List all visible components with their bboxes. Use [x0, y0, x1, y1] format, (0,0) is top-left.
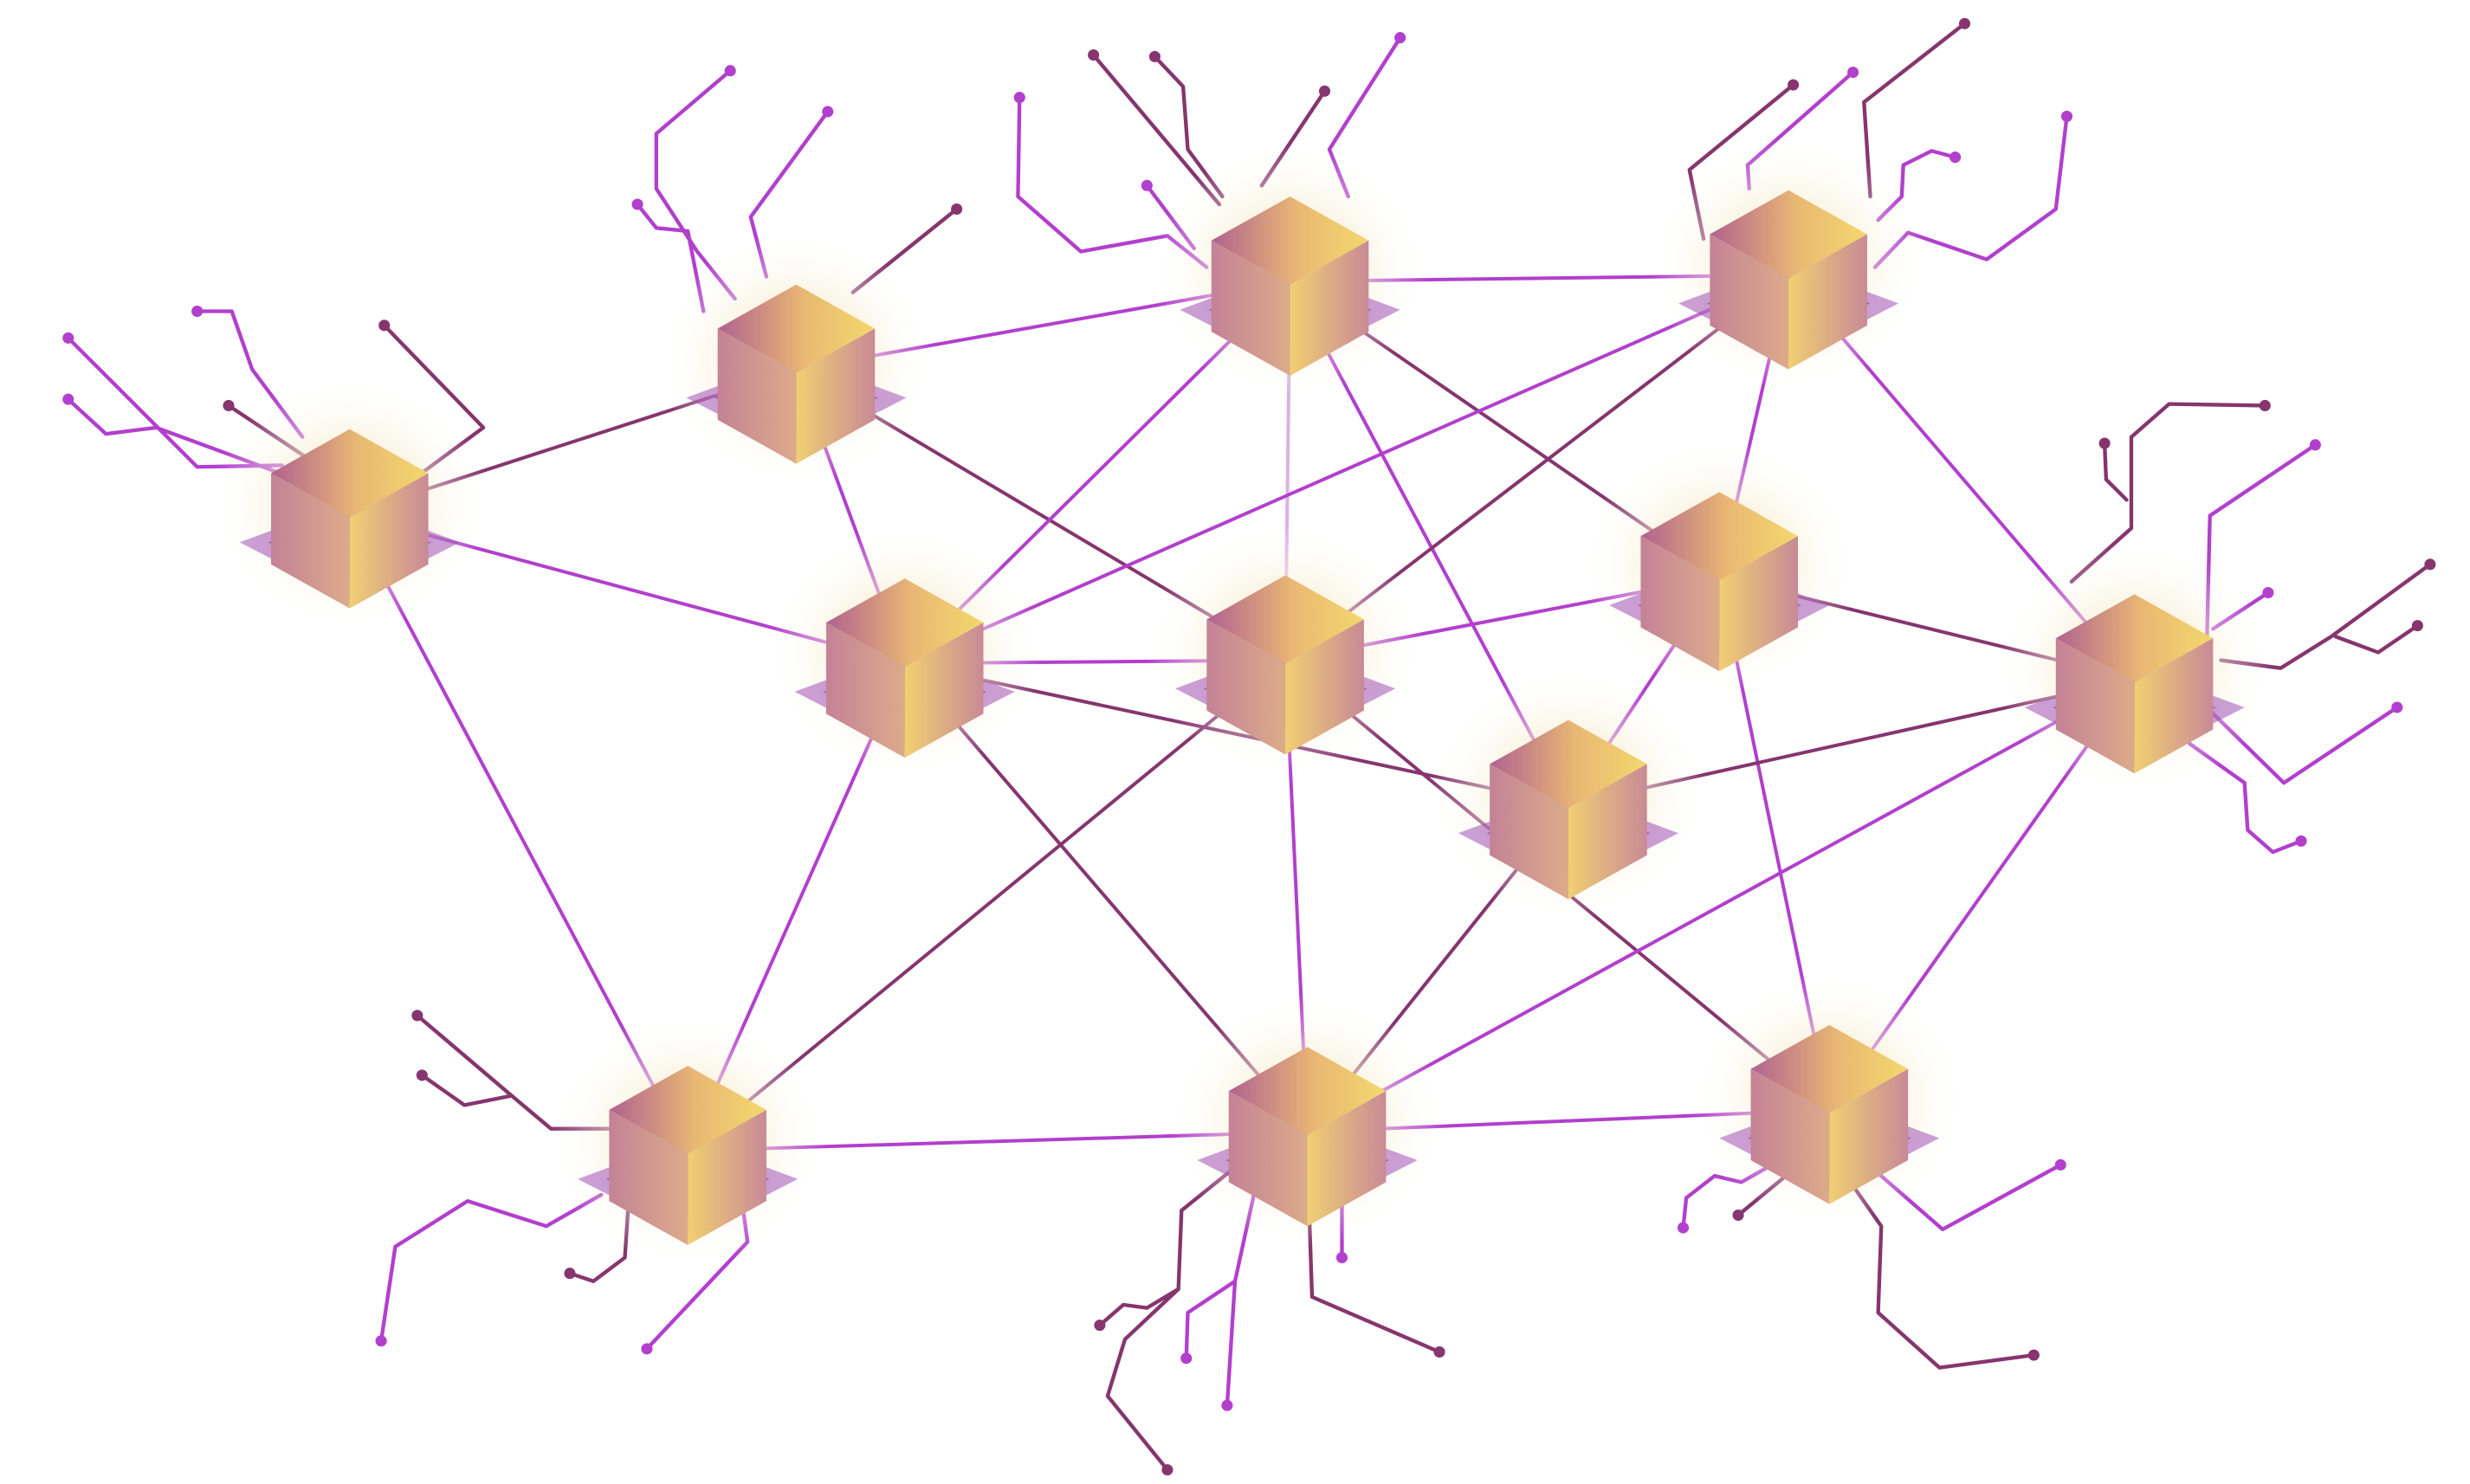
trace-endpoint-dot — [1318, 85, 1331, 97]
trace-endpoint-dot — [1335, 1252, 1348, 1264]
trace-endpoint-dot — [2262, 586, 2274, 599]
trace-endpoint-dot — [2411, 620, 2423, 632]
trace-endpoint-dot — [1088, 49, 1100, 61]
blockchain-node — [210, 377, 488, 629]
trace-endpoint-dot — [1847, 66, 1859, 79]
trace-endpoint-dot — [1180, 1352, 1193, 1365]
trace-endpoint-dot — [1141, 179, 1153, 191]
trace-endpoint-dot — [411, 1010, 424, 1022]
node-layer — [210, 138, 2273, 1266]
trace-endpoint-dot — [2259, 399, 2271, 411]
cube-left-face — [1206, 619, 1286, 755]
cube-right-face — [904, 623, 984, 758]
blockchain-node — [766, 526, 1044, 778]
trace-endpoint-dot — [62, 393, 74, 405]
trace-endpoint-dot — [564, 1268, 576, 1280]
trace-endpoint-dot — [223, 399, 235, 411]
connection-line — [1305, 677, 2137, 1134]
cube-left-face — [609, 1109, 689, 1246]
blockchain-node — [1147, 523, 1424, 776]
cube-right-face — [1285, 619, 1364, 755]
blockchain-node — [1581, 440, 1859, 692]
trace-endpoint-dot — [1394, 32, 1406, 44]
cube-right-face — [2134, 638, 2214, 774]
blockchain-node — [1151, 145, 1429, 397]
trace-endpoint-dot — [951, 203, 963, 216]
circuit-trace — [2102, 441, 2129, 502]
cube-left-face — [825, 623, 905, 758]
trace-endpoint-dot — [1161, 1464, 1174, 1476]
blockchain-node — [549, 1014, 826, 1266]
circuit-trace — [635, 202, 706, 313]
connection-line — [902, 273, 1791, 666]
trace-endpoint-dot — [1148, 50, 1161, 62]
trace-endpoint-dot — [2424, 558, 2436, 571]
cube-left-face — [1228, 1091, 1308, 1227]
cube-left-face — [717, 328, 797, 464]
trace-endpoint-dot — [1677, 1222, 1690, 1234]
circuit-trace — [1184, 1279, 1238, 1360]
cube-right-face — [349, 473, 429, 609]
cube-right-face — [1307, 1091, 1387, 1227]
trace-endpoint-dot — [1949, 152, 1962, 164]
trace-endpoint-dot — [62, 332, 74, 344]
cube-right-face — [1719, 536, 1799, 672]
trace-endpoint-dot — [1094, 1319, 1106, 1332]
trace-endpoint-dot — [2391, 701, 2403, 713]
trace-endpoint-dot — [2060, 110, 2073, 122]
blockchain-node — [1995, 542, 2273, 794]
circuit-trace — [420, 1073, 514, 1107]
circuit-trace — [2333, 623, 2420, 655]
trace-endpoint-dot — [378, 319, 391, 332]
blockchain-node — [657, 232, 935, 485]
trace-endpoint-dot — [191, 305, 204, 318]
cube-right-face — [796, 328, 876, 464]
trace-endpoint-dot — [2098, 437, 2111, 449]
trace-endpoint-dot — [375, 1335, 387, 1347]
cube-left-face — [1640, 536, 1720, 672]
trace-endpoint-dot — [2295, 835, 2307, 847]
trace-endpoint-dot — [1433, 1345, 1445, 1358]
circuit-trace — [66, 397, 278, 474]
trace-endpoint-dot — [2054, 1158, 2066, 1171]
trace-endpoint-dot — [416, 1069, 428, 1081]
cube-left-face — [1710, 234, 1789, 370]
trace-endpoint-dot — [1013, 92, 1025, 104]
trace-endpoint-dot — [822, 106, 834, 118]
blockchain-node — [1168, 995, 1446, 1247]
cube-left-face — [1490, 764, 1568, 900]
trace-endpoint-dot — [1958, 17, 1971, 29]
circuit-trace — [1097, 1287, 1180, 1327]
blockchain-node — [1691, 972, 1969, 1225]
trace-endpoint-dot — [641, 1343, 653, 1355]
circuit-trace — [1105, 1169, 1232, 1472]
cube-right-face — [1829, 1068, 1909, 1204]
circuit-trace — [2187, 741, 2304, 855]
trace-endpoint-dot — [1221, 1399, 1233, 1411]
cube-left-face — [270, 473, 350, 609]
trace-endpoint-dot — [631, 198, 643, 210]
cube-right-face — [688, 1109, 766, 1246]
trace-endpoint-dot — [2027, 1349, 2040, 1361]
cube-left-face — [1211, 240, 1290, 376]
trace-endpoint-dot — [1788, 79, 1800, 91]
trace-endpoint-dot — [724, 65, 736, 77]
blockchain-node — [1650, 138, 1927, 390]
cube-right-face — [1290, 240, 1369, 376]
trace-endpoint-dot — [1732, 1209, 1744, 1222]
circuit-trace — [378, 1192, 604, 1343]
trace-endpoint-dot — [2309, 439, 2321, 451]
cube-right-face — [1568, 764, 1647, 900]
cube-right-face — [1788, 234, 1867, 370]
cube-left-face — [2055, 638, 2135, 774]
cube-left-face — [1750, 1068, 1830, 1204]
blockchain-node — [1430, 668, 1707, 920]
